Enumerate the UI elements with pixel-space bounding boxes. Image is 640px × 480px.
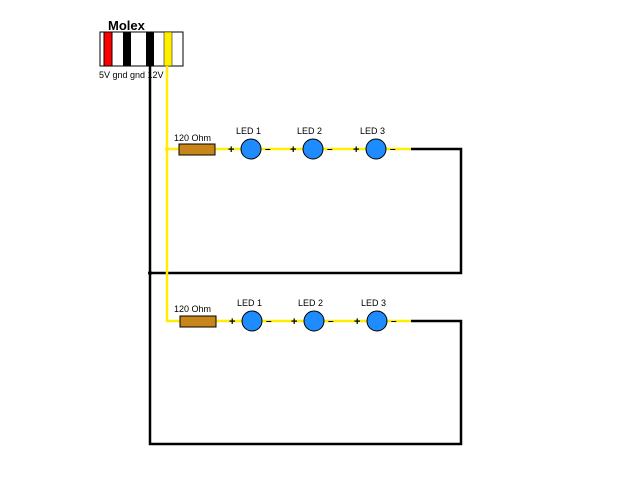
led-2 xyxy=(302,138,324,160)
positive-wiring xyxy=(165,66,411,323)
led-minus-sign: – xyxy=(265,144,271,155)
led-plus-sign: + xyxy=(290,144,296,156)
pin-gnd-2 xyxy=(146,32,154,66)
positive-bus xyxy=(165,66,180,323)
led-minus-sign: – xyxy=(328,316,334,327)
pin-labels: 5V gnd gnd 12V xyxy=(99,70,164,80)
led-1 xyxy=(240,138,262,160)
led-2 xyxy=(303,310,325,332)
molex-connector: Molex 5V gnd gnd 12V xyxy=(99,18,184,80)
led-label: LED 2 xyxy=(297,126,322,136)
led-label: LED 2 xyxy=(298,298,323,308)
molex-title: Molex xyxy=(108,18,146,33)
pin-12v xyxy=(163,31,173,67)
led-minus-sign: – xyxy=(266,316,272,327)
resistor xyxy=(178,143,216,156)
led-3 xyxy=(366,310,388,332)
resistor-label: 120 Ohm xyxy=(174,304,211,314)
led-plus-sign: + xyxy=(229,316,235,328)
led-minus-sign: – xyxy=(391,316,397,327)
junction-dot xyxy=(148,271,152,275)
led-plus-sign: + xyxy=(228,144,234,156)
led-label: LED 1 xyxy=(236,126,261,136)
ground-wiring xyxy=(148,66,463,446)
led-plus-sign: + xyxy=(353,144,359,156)
led-plus-sign: + xyxy=(354,316,360,328)
led-label: LED 1 xyxy=(237,298,262,308)
resistor-label: 120 Ohm xyxy=(174,133,211,143)
pin-5v xyxy=(103,31,113,67)
pin-gnd-1 xyxy=(123,32,131,66)
ground-bus xyxy=(148,66,463,446)
led-label: LED 3 xyxy=(361,298,386,308)
led-1 xyxy=(241,310,263,332)
ground-return-string-1 xyxy=(150,147,463,275)
led-plus-sign: + xyxy=(291,316,297,328)
led-string-2: 120 Ohm LED 1 + – LED 2 + – LED 3 + – xyxy=(174,298,397,332)
led-string-1: 120 Ohm LED 1 + – LED 2 + – LED 3 + – xyxy=(174,126,396,160)
led-minus-sign: – xyxy=(390,144,396,155)
junction-dot xyxy=(165,147,169,151)
led-label: LED 3 xyxy=(360,126,385,136)
led-minus-sign: – xyxy=(327,144,333,155)
led-3 xyxy=(365,138,387,160)
resistor xyxy=(179,315,217,328)
